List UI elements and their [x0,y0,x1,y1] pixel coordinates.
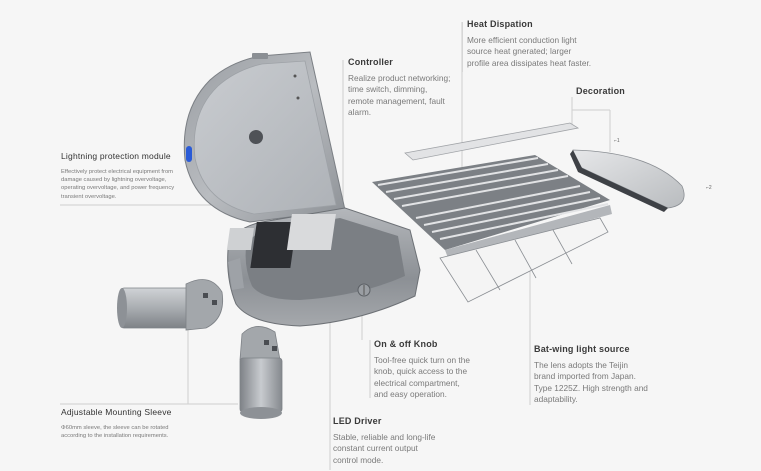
mounting-sleeve-horizontal [117,279,224,331]
label-title: Controller [348,57,394,67]
label-title: On & off Knob [374,339,438,349]
lid [183,51,346,223]
label-desc: More efficient conduction light source h… [467,35,592,68]
label-lightning-protection: Lightning protection module Effectively … [61,151,231,201]
top-plate [404,122,580,161]
heatsink [372,155,612,258]
label-desc: Effectively protect electrical equipment… [61,169,175,200]
annotation-marker: ⌐2 [706,185,712,191]
label-heat-dispation: Heat Dispation More efficient conduction… [467,19,647,69]
label-led-driver: LED Driver Stable, reliable and long-lif… [333,416,463,466]
label-title: Bat-wing light source [534,344,630,354]
label-mounting-sleeve: Adjustable Mounting Sleeve Φ60mm sleeve,… [61,407,231,440]
lens-panels [439,217,609,303]
mounting-sleeve-vertical [239,326,283,419]
label-desc: Stable, reliable and long-life constant … [333,432,436,465]
label-desc: Φ60mm sleeve, the sleeve can be rotated … [61,425,169,440]
housing [226,207,421,327]
label-batwing-light-source: Bat-wing light source The lens adopts th… [534,344,664,405]
label-desc: The lens adopts the Teijin brand importe… [534,360,648,404]
label-title: LED Driver [333,416,382,426]
label-controller: Controller Realize product networking; t… [348,57,468,118]
label-decoration: Decoration [576,86,656,96]
label-desc: Realize product networking; time switch,… [348,73,451,117]
label-bar [462,22,463,72]
label-title: Decoration [576,86,626,96]
lightning-module-marker [186,146,192,162]
label-desc: Tool-free quick turn on the knob, quick … [374,355,470,399]
label-title: Lightning protection module [61,151,171,161]
label-title: Adjustable Mounting Sleeve [61,407,172,417]
decoration-cap [570,149,685,212]
label-knob: On & off Knob Tool-free quick turn on th… [374,339,494,400]
annotation-marker: ⌐1 [614,138,620,144]
label-title: Heat Dispation [467,19,533,29]
